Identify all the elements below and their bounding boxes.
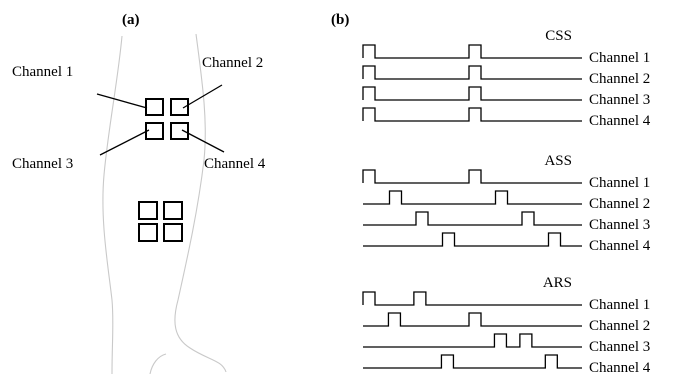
pulse-train-ass-channel-2	[363, 190, 582, 205]
pulse-train-css-channel-1	[362, 44, 582, 59]
electrode-group-upper	[145, 98, 189, 140]
electrode-lower-2	[163, 201, 183, 220]
channel-label-ars-4: Channel 4	[589, 360, 651, 374]
pulse-train-ass-channel-4	[363, 232, 582, 247]
pulse-train-ars-channel-2	[363, 312, 582, 327]
electrode-channel-2	[170, 98, 189, 116]
pulse-train-ars-channel-4	[363, 354, 582, 369]
label-channel-3: Channel 3	[12, 156, 73, 172]
electrode-lower-4	[163, 223, 183, 242]
group-name-css: CSS	[545, 28, 572, 44]
channel-label-ars-1: Channel 1	[589, 297, 650, 313]
channel-label-ars-3: Channel 3	[589, 339, 650, 355]
waveform-group-ass: ASS Channel 1 Channel 2 Channel 3 Channel 4	[362, 153, 651, 254]
panel-a-label: (a)	[122, 12, 140, 28]
leader-channel-2	[182, 84, 223, 109]
group-name-ars: ARS	[543, 275, 572, 291]
leg-heel-line	[149, 353, 167, 374]
channel-label-ass-4: Channel 4	[589, 238, 651, 254]
pulse-train-css-channel-4	[362, 107, 582, 122]
leg-outline-right	[174, 33, 227, 373]
electrode-lower-3	[138, 223, 158, 242]
channel-label-css-4: Channel 4	[589, 113, 651, 129]
pulse-train-ars-channel-1	[362, 291, 582, 306]
channel-label-ars-2: Channel 2	[589, 318, 650, 334]
electrode-lower-1	[138, 201, 158, 220]
pulse-train-css-channel-2	[362, 65, 582, 80]
channel-label-ass-1: Channel 1	[589, 175, 650, 191]
leader-channel-4	[181, 129, 225, 153]
channel-label-css-1: Channel 1	[589, 50, 650, 66]
channel-label-css-2: Channel 2	[589, 71, 650, 87]
label-channel-2: Channel 2	[202, 55, 263, 71]
waveform-group-ars: ARS Channel 1 Channel 2 Channel 3 Channel 4	[362, 275, 651, 374]
electrode-channel-4	[170, 122, 189, 140]
label-channel-4: Channel 4	[204, 156, 266, 172]
pulse-train-css-channel-3	[362, 86, 582, 101]
waveform-group-css: CSS Channel 1 Channel 2 Channel 3 Channel 4	[362, 28, 651, 129]
group-name-ass: ASS	[544, 153, 572, 169]
channel-label-css-3: Channel 3	[589, 92, 650, 108]
pulse-train-ars-channel-3	[363, 333, 582, 348]
leader-channel-1	[96, 93, 148, 109]
pulse-train-ass-channel-3	[363, 211, 582, 226]
channel-label-ass-3: Channel 3	[589, 217, 650, 233]
channel-label-ass-2: Channel 2	[589, 196, 650, 212]
electrode-channel-3	[145, 122, 164, 140]
electrode-group-lower	[138, 201, 183, 242]
leader-channel-3	[99, 129, 150, 156]
panel-b-label: (b)	[331, 12, 349, 28]
label-channel-1: Channel 1	[12, 64, 73, 80]
electrode-channel-1	[145, 98, 164, 116]
leg-outline-left	[102, 35, 123, 374]
pulse-train-ass-channel-1	[362, 169, 582, 184]
